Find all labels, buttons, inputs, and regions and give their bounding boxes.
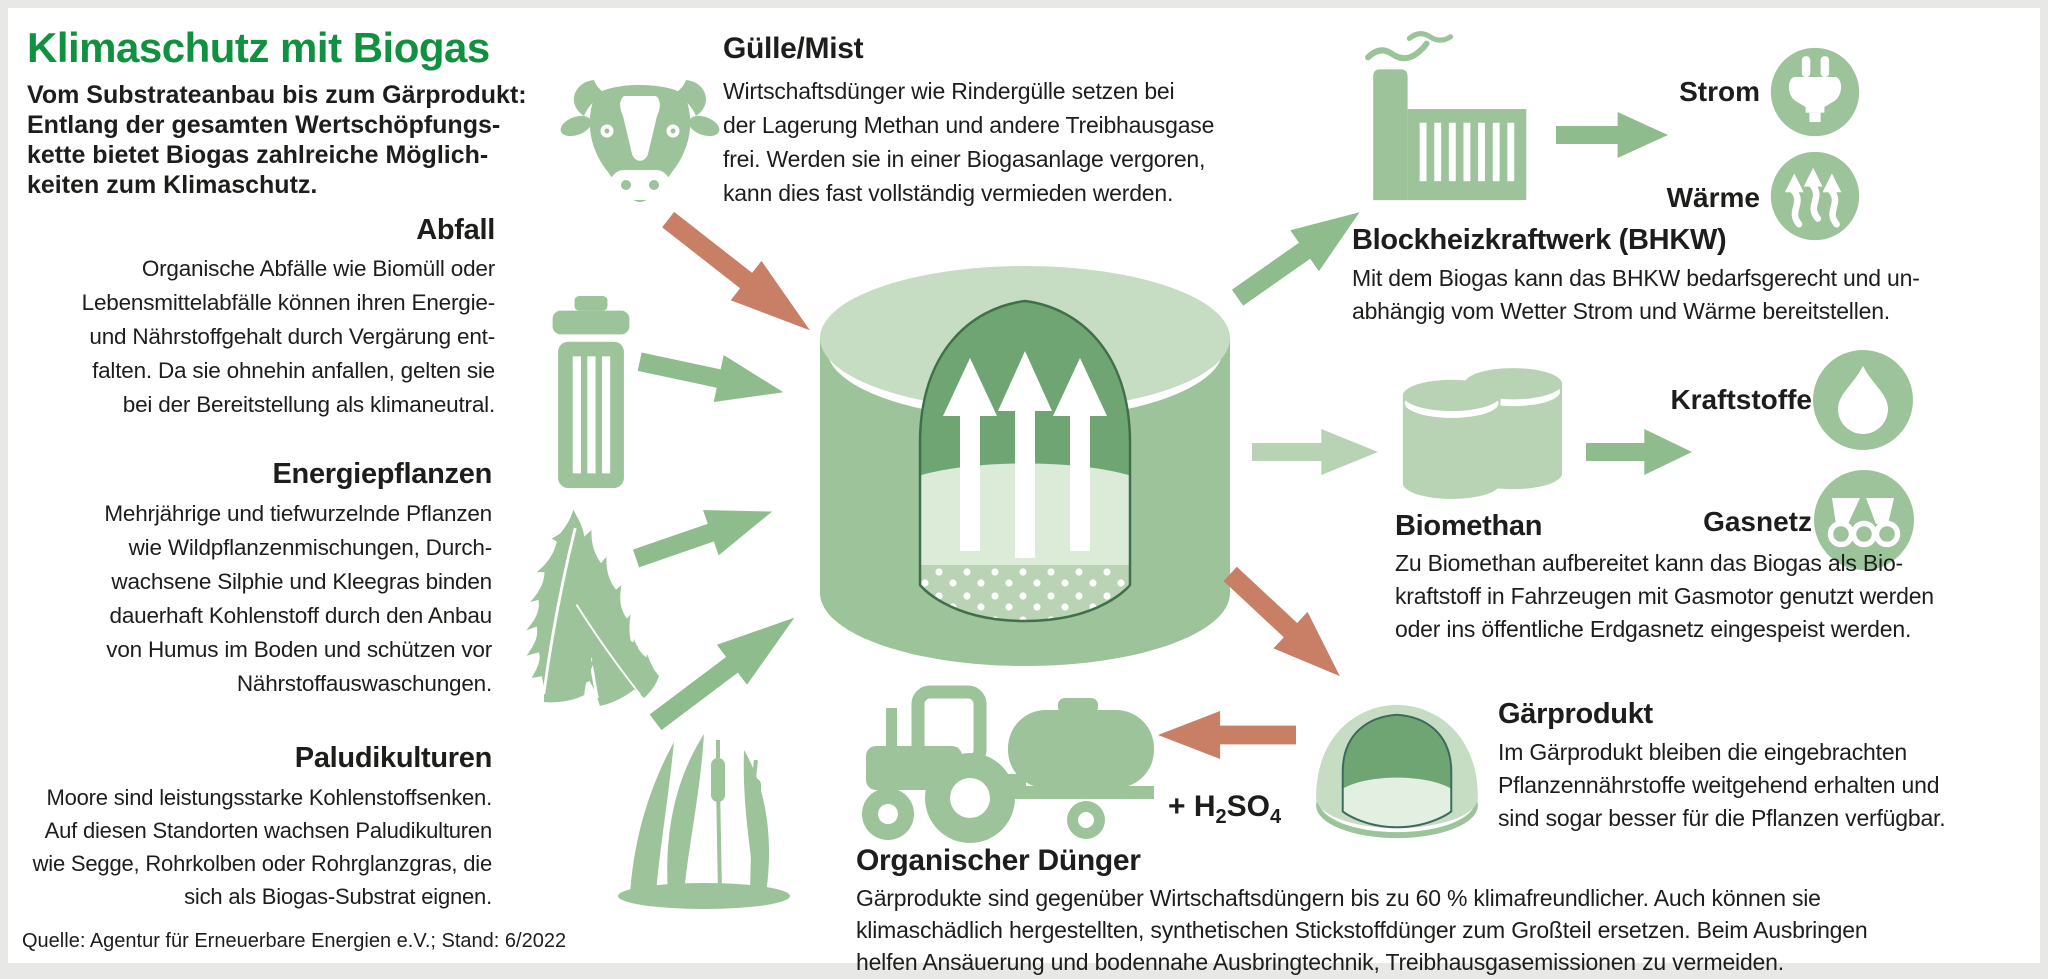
formula-plus: + H xyxy=(1168,790,1216,823)
section-title-gaerprodukt: Gärprodukt xyxy=(1498,698,1653,730)
arrow-digester-to-bhkw xyxy=(1223,192,1374,318)
intro-text: Vom Substrateanbau bis zum Gärprodukt: E… xyxy=(27,81,527,199)
biogas-digester-icon xyxy=(820,253,1230,670)
formula-mid: SO xyxy=(1226,790,1271,823)
waerme-label: Wärme xyxy=(1666,182,1760,213)
section-text-guelle: Wirtschaftsdünger wie Rindergülle setzen… xyxy=(723,78,1215,206)
reeds-icon xyxy=(616,726,792,910)
section-title-guelle: Gülle/Mist xyxy=(723,32,864,65)
section-title-biomethan: Biomethan xyxy=(1395,510,1543,542)
arrow-energiepflanzen-to-digester xyxy=(628,489,780,581)
fuel-drop-icon xyxy=(1813,350,1913,450)
energy-plants-icon xyxy=(468,482,672,713)
arrow-abfall-to-digester xyxy=(635,338,789,416)
h2so4-label: + H2SO4 xyxy=(1168,790,1281,829)
arrow-guelle-to-digester xyxy=(653,200,826,350)
section-title-paludikulturen: Paludikulturen xyxy=(294,742,493,774)
kraftstoffe-label: Kraftstoffe xyxy=(1670,384,1812,415)
digestate-dome-icon xyxy=(1312,695,1482,843)
formula-sub2: 4 xyxy=(1270,806,1282,828)
arrow-digester-to-biomethan xyxy=(1252,429,1378,475)
heat-waves-icon xyxy=(1768,149,1862,243)
arrow-biomethan-to-kraftstoffe-gasnetz xyxy=(1586,429,1692,475)
section-text-duenger: Gärprodukte sind gegenüber Wirtschaftsdü… xyxy=(856,885,1868,975)
section-text-bhkw: Mit dem Biogas kann das BHKW bedarfsgere… xyxy=(1352,265,1920,324)
section-title-bhkw: Blockheizkraftwerk (BHKW) xyxy=(1352,224,1727,256)
section-text-abfall: Organische Abfälle wie Biomüll oder Lebe… xyxy=(81,256,496,417)
tractor-trailer-icon xyxy=(862,682,1154,845)
trash-can-icon xyxy=(545,296,637,488)
cow-head-icon xyxy=(560,66,720,218)
section-text-biomethan: Zu Biomethan aufbereitet kann das Biogas… xyxy=(1395,550,1934,642)
power-plug-icon xyxy=(1768,45,1862,139)
arrow-paludikulturen-to-digester xyxy=(640,598,809,743)
chp-plant-icon xyxy=(1356,28,1528,208)
source-line: Quelle: Agentur für Erneuerbare Energien… xyxy=(22,930,567,952)
section-title-energiepflanzen: Energiepflanzen xyxy=(272,458,493,490)
arrow-gaerprodukt-to-duenger xyxy=(1158,711,1296,759)
section-text-paludikulturen: Moore sind leistungsstarke Kohlenstoffse… xyxy=(32,785,493,909)
biomethane-tanks-icon xyxy=(1398,356,1564,512)
section-title-duenger: Organischer Dünger xyxy=(856,844,1141,877)
section-text-gaerprodukt: Im Gärprodukt bleiben die eingebrachten … xyxy=(1498,739,1946,831)
page-title: Klimaschutz mit Biogas xyxy=(27,24,490,71)
strom-label: Strom xyxy=(1679,76,1760,107)
arrow-bhkw-to-strom-waerme xyxy=(1556,112,1668,158)
formula-sub1: 2 xyxy=(1215,806,1227,828)
section-text-energiepflanzen: Mehrjährige und tiefwurzelnde Pflanzen w… xyxy=(104,501,492,696)
arrow-digester-to-gaerprodukt xyxy=(1213,556,1357,695)
gas-grid-pipes-icon xyxy=(1814,470,1914,570)
gasnetz-label: Gasnetz xyxy=(1703,506,1812,537)
section-title-abfall: Abfall xyxy=(416,214,495,246)
